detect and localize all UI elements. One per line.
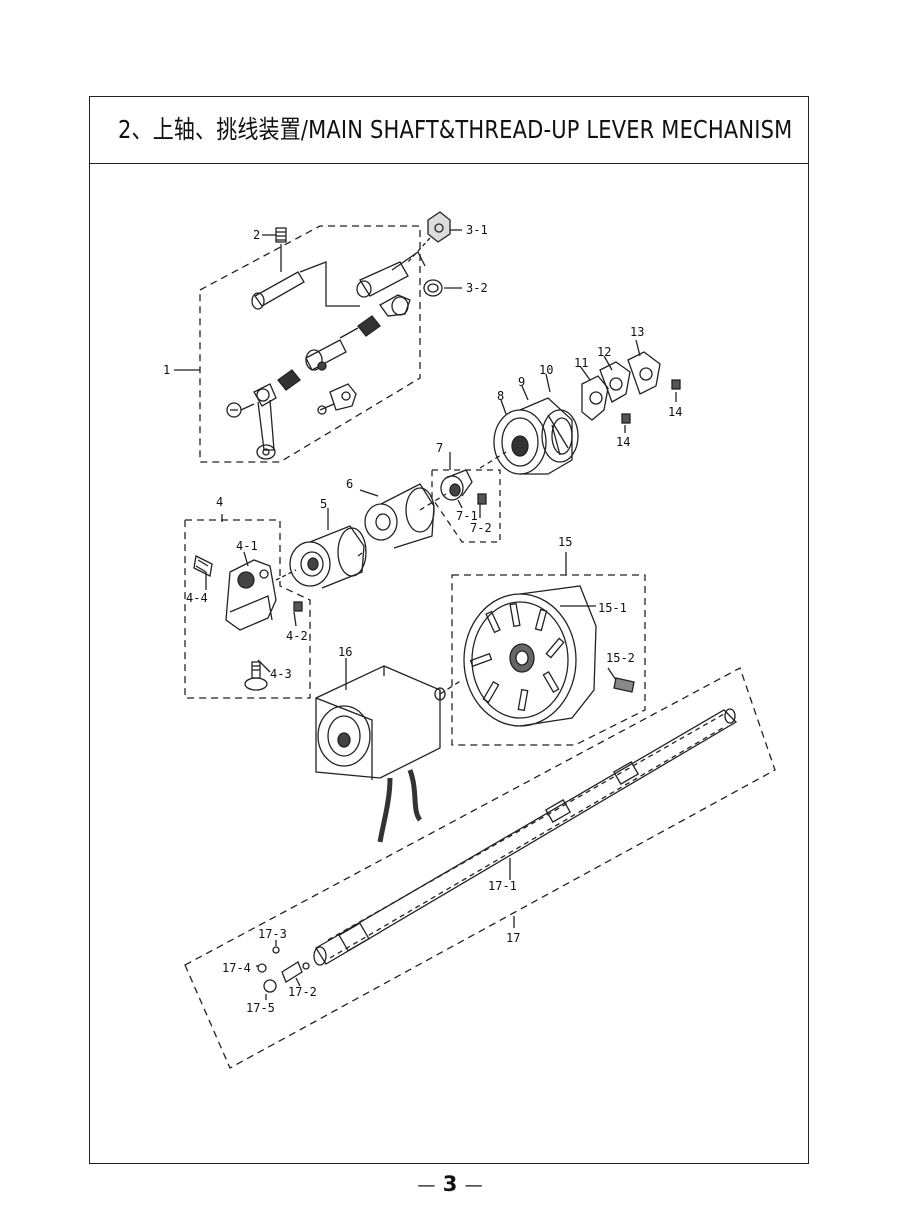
part-7-2-screw (477, 493, 487, 505)
page-title: 2、上轴、挑线装置/MAIN SHAFT&THREAD-UP LEVER MEC… (118, 115, 793, 144)
label-17-1: 17-1 (488, 879, 517, 893)
part-8-pulley (493, 397, 579, 475)
part-3-2-washer (423, 279, 443, 297)
label-7-2: 7-2 (470, 521, 492, 535)
label-10: 10 (539, 363, 553, 377)
part-11-coupling (581, 351, 661, 421)
group-1-boundary (199, 225, 421, 463)
part-spring-low (277, 369, 301, 391)
label-17-3: 17-3 (258, 927, 287, 941)
part-3-1-nut (427, 211, 451, 243)
group-4-boundary (184, 519, 311, 699)
label-4-1: 4-1 (236, 539, 258, 553)
part-thread-take-up-shaft (305, 339, 347, 371)
label-14b: 14 (616, 435, 630, 449)
label-14a: 14 (668, 405, 682, 419)
group-17-boundary (184, 667, 776, 1069)
part-14-screw-a (671, 379, 681, 390)
part-thread-up-lever (253, 383, 277, 460)
footer-dash-right: — (464, 1175, 483, 1196)
label-15: 15 (558, 535, 572, 549)
label-17: 17 (506, 931, 520, 945)
label-4: 4 (216, 495, 223, 509)
label-17-4: 17-4 (222, 961, 251, 975)
label-9: 9 (518, 375, 525, 389)
label-6: 6 (346, 477, 353, 491)
label-17-5: 17-5 (246, 1001, 275, 1015)
label-15-2: 15-2 (606, 651, 635, 665)
part-3-screw-arm (356, 251, 426, 317)
label-7: 7 (436, 441, 443, 455)
page-footer: — 3 — (0, 1172, 900, 1196)
part-5-bearing (289, 525, 367, 589)
part-4-1-crank (225, 559, 277, 631)
part-4-4-screw (193, 555, 213, 577)
label-12: 12 (597, 345, 611, 359)
label-11: 11 (574, 356, 588, 370)
label-3-1: 3-1 (466, 223, 488, 237)
label-2: 2 (253, 228, 260, 242)
part-spring-mid (339, 315, 381, 339)
label-3-2: 3-2 (466, 281, 488, 295)
group-7-boundary (431, 469, 501, 543)
group-15-boundary (451, 574, 646, 746)
part-15-1-handwheel (463, 585, 597, 727)
label-5: 5 (320, 497, 327, 511)
label-4-4: 4-4 (186, 591, 208, 605)
label-1: 1 (163, 363, 170, 377)
part-6-bushing (364, 483, 435, 549)
part-4-2-screw (293, 601, 303, 612)
label-8: 8 (497, 389, 504, 403)
part-14-screw-b (621, 413, 631, 424)
part-15-2-screw (613, 677, 635, 693)
label-4-3: 4-3 (270, 667, 292, 681)
part-2-spring (275, 227, 287, 243)
part-17-1-shaft (313, 708, 738, 966)
part-crank-block (317, 383, 357, 415)
part-4-3-screw (244, 661, 268, 691)
part-pin (251, 271, 305, 310)
part-small-screw-left (226, 402, 255, 418)
label-15-1: 15-1 (598, 601, 627, 615)
label-17-2: 17-2 (288, 985, 317, 999)
label-13: 13 (630, 325, 644, 339)
label-7-1: 7-1 (456, 509, 478, 523)
title-bar (89, 96, 809, 164)
part-17-small-parts (257, 946, 310, 993)
part-7-1-collar (440, 469, 473, 501)
page-number: 3 (442, 1172, 458, 1196)
footer-dash-left: — (417, 1175, 436, 1196)
page-frame (89, 96, 809, 1164)
label-4-2: 4-2 (286, 629, 308, 643)
part-16-motor (315, 665, 446, 843)
label-16: 16 (338, 645, 352, 659)
